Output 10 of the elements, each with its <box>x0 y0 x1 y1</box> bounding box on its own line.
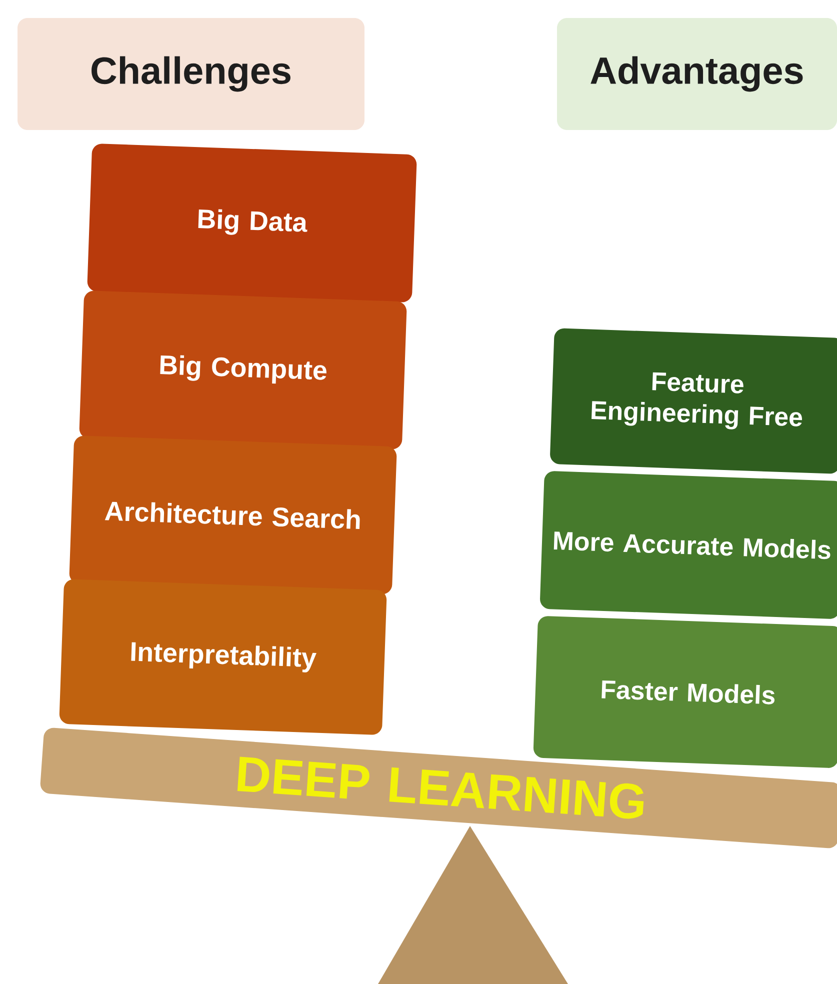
challenge-box: Big Data <box>87 144 417 302</box>
header-box: Advantages <box>557 18 837 130</box>
balance-beam: DEEP LEARNING <box>40 728 837 848</box>
advantage-box: Faster Models <box>533 616 837 768</box>
advantage-box: More Accurate Models <box>540 471 837 619</box>
challenge-box: Architecture Search <box>69 436 397 594</box>
header-box: Challenges <box>18 18 364 130</box>
advantage-box: Feature Engineering Free <box>550 328 837 474</box>
challenge-box: Interpretability <box>59 579 387 735</box>
challenge-box: Big Compute <box>79 290 407 450</box>
